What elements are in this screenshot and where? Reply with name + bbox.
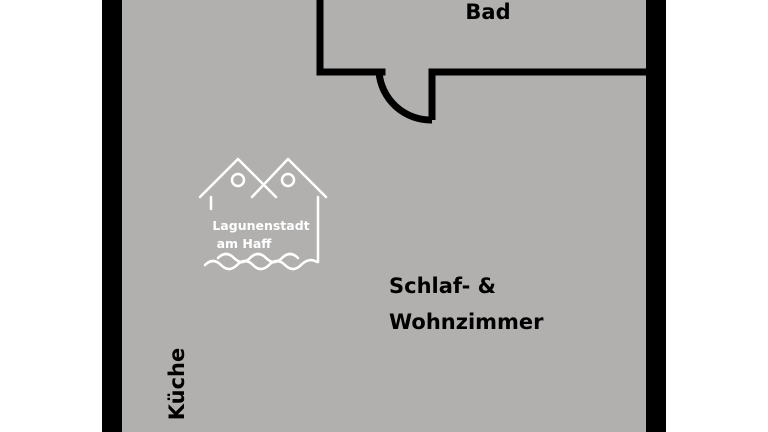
bathroom-walls: [316, 0, 650, 76]
lagoon-houses-logo: [198, 157, 328, 271]
bathroom-door: [375, 71, 436, 124]
room-label-bath: Bad: [465, 0, 510, 24]
logo-text-line1: Lagunenstadt: [212, 218, 309, 233]
logo-text-line2: am Haff: [217, 236, 273, 251]
outer-wall-right: [646, 0, 666, 432]
room-label-living-line1: Schlaf- &: [389, 274, 496, 298]
outer-wall-left: [102, 0, 122, 432]
room-label-living-line2: Wohnzimmer: [389, 310, 544, 334]
room-label-kitchen: Küche: [165, 348, 189, 421]
